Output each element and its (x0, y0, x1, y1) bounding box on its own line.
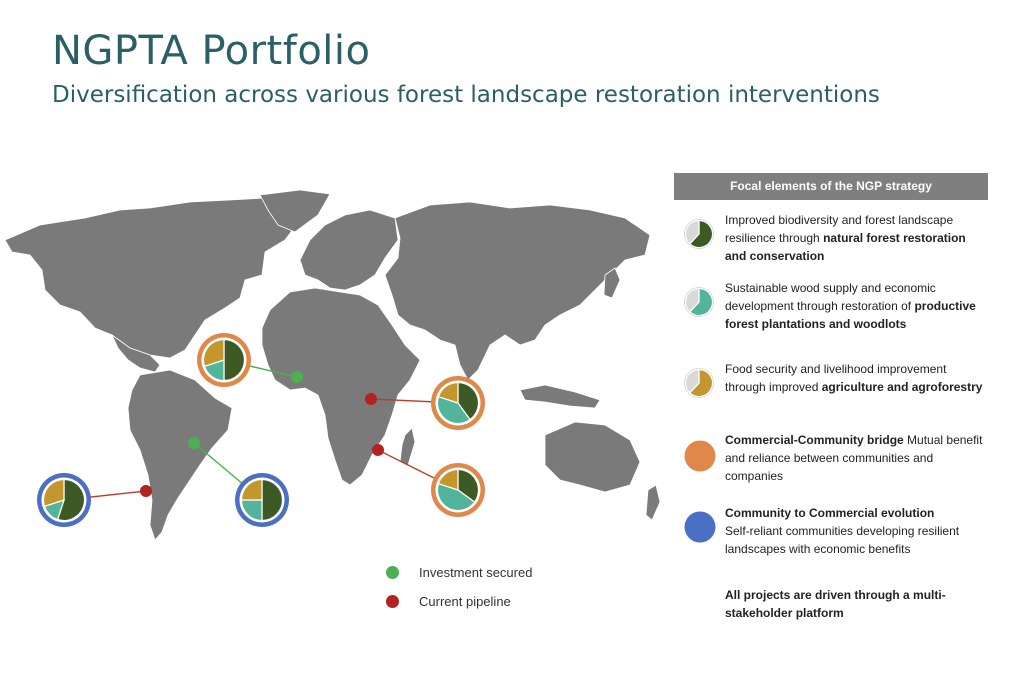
page-title: NGPTA Portfolio (52, 28, 371, 74)
project-pie-west-africa (197, 333, 251, 387)
icon-2-rest-slice (684, 368, 700, 394)
pie-southeast-africa-agroforestry-slice (437, 468, 459, 491)
continent-greenland (259, 189, 331, 233)
blue-circle-shape (684, 511, 716, 543)
continent-new-zealand (645, 484, 661, 521)
panel-footer: All projects are driven through a multi-… (725, 588, 946, 620)
panel-item-plantation: Sustainable wood supply and economic dev… (674, 279, 988, 351)
pie-east-africa-agroforestry-slice (437, 381, 459, 404)
pie-southeast-africa-plantation-slice (436, 482, 476, 512)
panel-header: Focal elements of the NGP strategy (674, 173, 988, 200)
continent-central-america (110, 333, 161, 373)
project-pie-south-america-west (37, 473, 91, 527)
continent-north-america (4, 197, 301, 359)
panel-item-community-commercial-evolution: Community to Commercial evolution Self-r… (674, 504, 988, 576)
panel-item-text: Sustainable wood supply and economic dev… (725, 281, 976, 331)
pie-west-africa-agroforestry-slice (202, 338, 225, 368)
panel-item-text: Commercial-Community bridge Mutual benef… (725, 433, 983, 483)
pie-east-africa-natural-slice (457, 381, 480, 421)
continent-south-america (127, 369, 233, 541)
page-subtitle: Diversification across various forest la… (52, 82, 880, 108)
continent-japan (603, 267, 621, 299)
orange-circle-shape (684, 440, 716, 472)
icon-1-rest-slice (684, 287, 700, 313)
pie-south-america-west-agroforestry-slice (42, 478, 65, 508)
pie-west-africa-natural-slice (223, 338, 246, 382)
continent-asia (384, 201, 651, 381)
green-dot-icon (386, 566, 399, 579)
pie-southeast-africa-natural-slice (457, 468, 480, 503)
icon-2-highlight-slice (688, 368, 714, 398)
panel-item-text: Food security and livelihood improvement… (725, 362, 983, 394)
project-pies (37, 333, 485, 527)
legend-item-pipeline: Current pipeline (386, 587, 532, 616)
marker-east-africa (365, 393, 377, 405)
blue-circle-icon (684, 511, 716, 543)
pie-brazil-agroforestry-slice (240, 478, 263, 501)
marker-southeast-africa (372, 444, 384, 456)
continent-europe (299, 209, 399, 291)
world-map-land (4, 189, 661, 541)
continent-indonesia (519, 384, 601, 409)
world-map (4, 189, 661, 541)
legend-label: Current pipeline (419, 594, 511, 609)
pie-brazil-plantation-slice (240, 499, 263, 522)
plantation-pie-icon (684, 287, 714, 317)
panel-item-text: Improved biodiversity and forest landsca… (725, 213, 966, 263)
natural-forest-pie-icon (684, 219, 714, 249)
continent-madagascar (399, 427, 416, 466)
agroforestry-pie-icon (684, 368, 714, 398)
continent-australia (544, 421, 641, 493)
legend-label: Investment secured (419, 565, 533, 580)
map-legend: Investment secured Current pipeline (386, 558, 532, 616)
red-dot-icon (386, 595, 399, 608)
panel-item-agroforestry: Food security and livelihood improvement… (674, 360, 988, 420)
continent-africa (261, 287, 421, 486)
project-pie-southeast-africa (431, 463, 485, 517)
legend-item-secured: Investment secured (386, 558, 532, 587)
marker-west-africa (291, 371, 303, 383)
marker-brazil (188, 437, 200, 449)
icon-1-highlight-slice (688, 287, 714, 317)
marker-south-america-west (140, 485, 152, 497)
project-location-markers (140, 371, 384, 497)
orange-circle-icon (684, 440, 716, 472)
panel-item-text: Community to Commercial evolution Self-r… (725, 506, 960, 556)
strategy-panel: Focal elements of the NGP strategy Impro… (674, 173, 988, 620)
pie-brazil-natural-slice (261, 478, 284, 522)
icon-0-highlight-slice (688, 219, 714, 249)
panel-item-natural-forest: Improved biodiversity and forest landsca… (674, 211, 988, 271)
pie-east-africa-plantation-slice (436, 395, 471, 425)
panel-item-commercial-community-bridge: Commercial-Community bridge Mutual benef… (674, 431, 988, 491)
project-pie-east-africa (431, 376, 485, 430)
icon-0-rest-slice (684, 219, 700, 245)
project-pie-brazil (235, 473, 289, 527)
